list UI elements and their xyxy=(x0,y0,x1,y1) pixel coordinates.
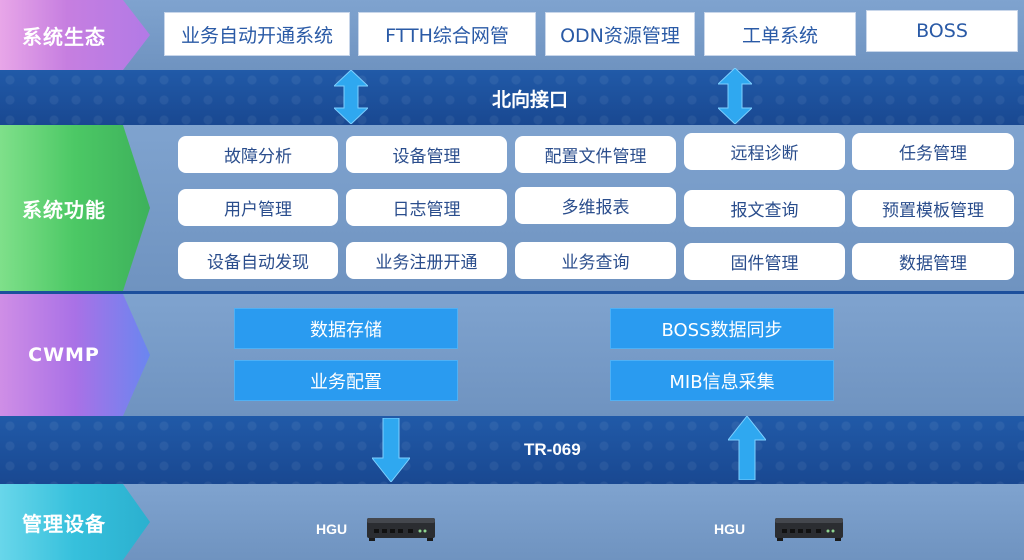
func-service-query[interactable]: 业务查询 xyxy=(515,242,676,279)
arrow-up-icon xyxy=(728,416,766,480)
cwmp-service-config[interactable]: 业务配置 xyxy=(234,360,458,401)
eco-item-odn[interactable]: ODN资源管理 xyxy=(545,12,695,56)
cwmp-layer: CWMP 数据存储 BOSS数据同步 业务配置 MIB信息采集 xyxy=(0,294,1024,416)
eco-item-boss[interactable]: BOSS xyxy=(866,10,1018,52)
func-fault-analysis[interactable]: 故障分析 xyxy=(178,136,338,173)
func-user-management[interactable]: 用户管理 xyxy=(178,189,338,226)
func-device-management[interactable]: 设备管理 xyxy=(346,136,507,173)
cwmp-label: CWMP xyxy=(28,344,100,366)
cwmp-mib-collection[interactable]: MIB信息采集 xyxy=(610,360,834,401)
tr069-label: TR-069 xyxy=(524,440,581,459)
divider xyxy=(0,291,1024,294)
func-firmware-management[interactable]: 固件管理 xyxy=(684,243,845,280)
eco-item-ftth-nms[interactable]: FTTH综合网管 xyxy=(358,12,536,56)
arrow-down-icon xyxy=(372,418,410,482)
func-service-registration[interactable]: 业务注册开通 xyxy=(346,242,507,279)
functions-layer: 系统功能 故障分析 设备管理 配置文件管理 远程诊断 任务管理 用户管理 日志管… xyxy=(0,125,1024,291)
cwmp-boss-sync[interactable]: BOSS数据同步 xyxy=(610,308,834,349)
func-data-management[interactable]: 数据管理 xyxy=(852,243,1014,280)
func-task-management[interactable]: 任务管理 xyxy=(852,133,1014,170)
functions-label: 系统功能 xyxy=(22,197,106,222)
func-template-management[interactable]: 预置模板管理 xyxy=(852,190,1014,227)
eco-item-auto-provisioning[interactable]: 业务自动开通系统 xyxy=(164,12,350,56)
eco-item-ticket[interactable]: 工单系统 xyxy=(704,12,856,56)
hgu-label-1: HGU xyxy=(316,521,348,537)
func-config-file-management[interactable]: 配置文件管理 xyxy=(515,136,676,173)
ecosystem-layer: 系统生态 业务自动开通系统 FTTH综合网管 ODN资源管理 工单系统 BOSS xyxy=(0,0,1024,70)
double-arrow-icon xyxy=(334,70,368,124)
devices-label: 管理设备 xyxy=(22,511,106,536)
ecosystem-tag: 系统生态 xyxy=(0,0,150,70)
northbound-label: 北向接口 xyxy=(492,90,569,111)
double-arrow-icon xyxy=(718,68,752,124)
devices-layer: 管理设备 HGU HGU xyxy=(0,484,1024,560)
ecosystem-label: 系统生态 xyxy=(22,24,106,49)
func-device-auto-discovery[interactable]: 设备自动发现 xyxy=(178,242,338,279)
func-message-query[interactable]: 报文查询 xyxy=(684,190,845,227)
tr069-band: TR-069 xyxy=(0,416,1024,484)
devices-tag: 管理设备 xyxy=(0,484,150,560)
router-icon xyxy=(367,518,435,541)
func-remote-diagnosis[interactable]: 远程诊断 xyxy=(684,133,845,170)
func-multidim-report[interactable]: 多维报表 xyxy=(515,187,676,224)
hgu-label-2: HGU xyxy=(714,521,746,537)
router-icon xyxy=(775,518,843,541)
func-log-management[interactable]: 日志管理 xyxy=(346,189,507,226)
cwmp-data-storage[interactable]: 数据存储 xyxy=(234,308,458,349)
functions-tag: 系统功能 xyxy=(0,125,150,291)
northbound-band: 北向接口 xyxy=(0,70,1024,125)
cwmp-tag: CWMP xyxy=(0,294,150,416)
